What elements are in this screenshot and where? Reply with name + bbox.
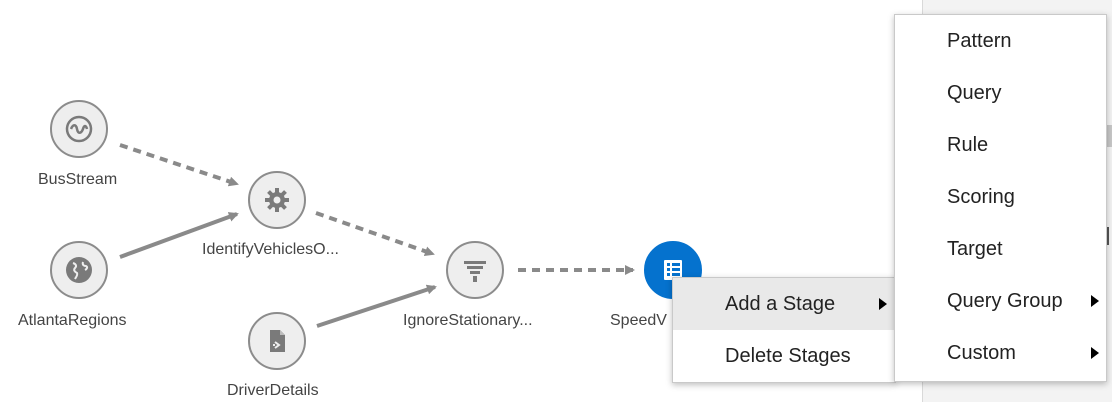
node-identifyvehicles[interactable] xyxy=(248,171,306,229)
node-atlantaregions[interactable] xyxy=(50,241,108,299)
submenu-item-custom[interactable]: Custom xyxy=(895,327,1106,379)
submenu-item-label: Rule xyxy=(947,133,989,156)
edge-busstream-to-identify xyxy=(119,143,239,187)
submenu-item-rule[interactable]: Rule xyxy=(895,119,1106,171)
menu-item-delete-stages[interactable]: Delete Stages xyxy=(673,330,895,382)
submenu-item-label: Scoring xyxy=(947,185,1015,208)
submenu-item-pattern[interactable]: Pattern xyxy=(895,15,1106,67)
submenu-item-target[interactable]: Target xyxy=(895,223,1106,275)
submenu-item-label: Query Group xyxy=(947,289,1063,312)
panel-strip xyxy=(1103,125,1112,147)
submenu-arrow-icon xyxy=(1091,295,1099,307)
add-stage-submenu: Pattern Query Rule Scoring Target Query … xyxy=(894,14,1107,382)
submenu-item-label: Custom xyxy=(947,341,1016,364)
edge-driver-to-ignore xyxy=(316,284,437,328)
context-menu: Add a Stage Delete Stages xyxy=(672,277,896,383)
node-busstream[interactable] xyxy=(50,100,108,158)
node-label-driverdetails: DriverDetails xyxy=(227,382,319,399)
submenu-item-query-group[interactable]: Query Group xyxy=(895,275,1106,327)
file-icon xyxy=(270,330,285,352)
node-label-speed: SpeedV xyxy=(610,312,667,329)
submenu-arrow-icon xyxy=(1091,347,1099,359)
submenu-item-query[interactable]: Query xyxy=(895,67,1106,119)
globe-icon xyxy=(66,257,92,283)
edge-atlanta-to-identify xyxy=(119,212,239,259)
submenu-item-label: Target xyxy=(947,237,1003,260)
submenu-item-scoring[interactable]: Scoring xyxy=(895,171,1106,223)
node-label-atlantaregions: AtlantaRegions xyxy=(18,312,127,329)
node-label-busstream: BusStream xyxy=(38,171,118,188)
submenu-arrow-icon xyxy=(879,298,887,310)
list-icon xyxy=(664,260,682,280)
gear-icon xyxy=(265,188,289,212)
menu-item-label: Delete Stages xyxy=(725,344,851,367)
node-driverdetails[interactable] xyxy=(248,312,306,370)
node-label-identifyvehicles: IdentifyVehiclesO... xyxy=(202,241,339,258)
menu-item-label: Add a Stage xyxy=(725,292,836,315)
stream-icon xyxy=(65,115,93,143)
filter-icon xyxy=(464,261,486,282)
node-label-ignorestationary: IgnoreStationary... xyxy=(403,312,533,329)
panel-strip xyxy=(1106,227,1109,245)
submenu-item-label: Query xyxy=(947,81,1002,104)
submenu-item-label: Pattern xyxy=(947,29,1012,52)
node-ignorestationary[interactable] xyxy=(446,241,504,299)
menu-item-add-a-stage[interactable]: Add a Stage xyxy=(673,278,895,330)
edge-identify-to-ignore xyxy=(315,211,435,257)
